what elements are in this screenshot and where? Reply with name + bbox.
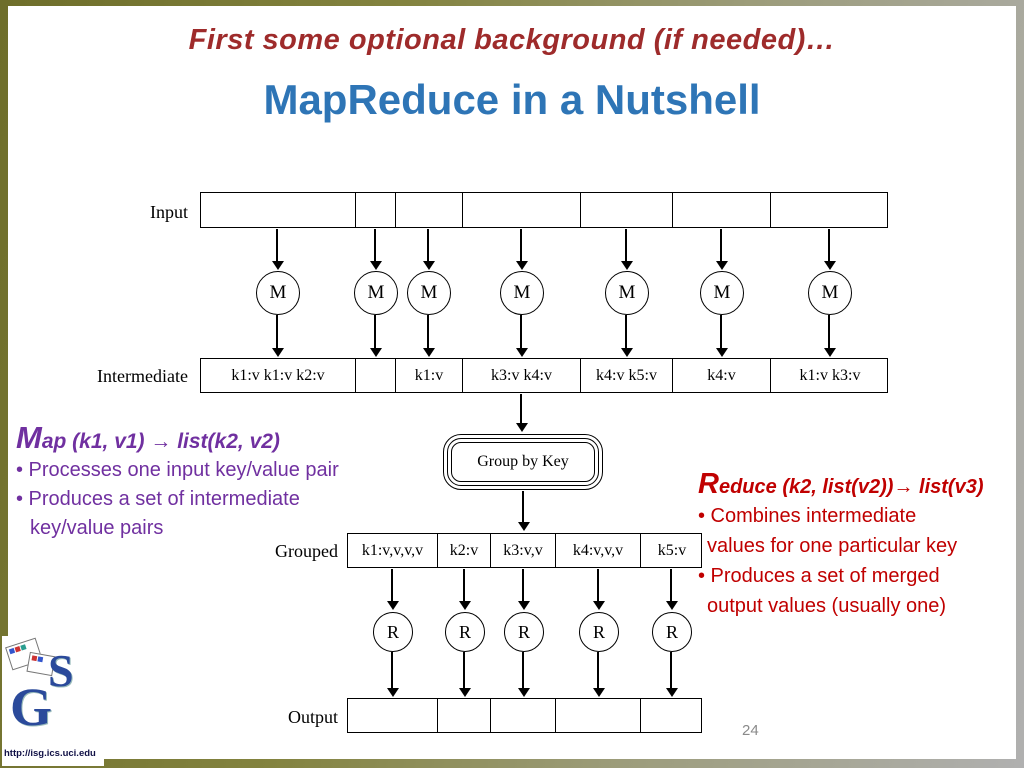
down-arrow (518, 491, 530, 531)
down-arrow (423, 315, 435, 357)
map-node: M (256, 271, 300, 315)
input-cell (771, 193, 889, 227)
intermediate-label: Intermediate (97, 366, 188, 386)
map-node: M (500, 271, 544, 315)
down-arrow (824, 229, 836, 270)
output-label: Output (287, 707, 338, 727)
input-bar (200, 192, 888, 228)
input-cell (356, 193, 396, 227)
grouped-cell: k1:v,v,v,v (348, 534, 438, 567)
reduce-note-title-rest: educe (k2, list(v2))→ list(v3) (718, 476, 984, 498)
down-arrow (387, 569, 399, 610)
down-arrow (716, 229, 728, 270)
intermediate-cell: k1:v k3:v (799, 366, 861, 384)
output-cell (556, 699, 641, 732)
map-note-line: • Produces a set of intermediate (16, 488, 300, 510)
intermediate-bar: k1:v k1:v k2:v k1:v k3:v k4:v k4:v k5:v … (200, 358, 888, 393)
output-bar (347, 698, 702, 733)
map-node: M (700, 271, 744, 315)
group-by-key-box: Group by Key (443, 434, 603, 490)
grouped-cell: k4:v,v,v (556, 534, 641, 567)
down-arrow (666, 652, 678, 697)
reduce-note-line: values for one particular key (707, 535, 958, 557)
down-arrow (387, 652, 399, 697)
down-arrow (824, 315, 836, 357)
down-arrow (593, 569, 605, 610)
intermediate-cell: k4:v (673, 359, 771, 392)
reduce-node: R (445, 612, 485, 652)
map-node: M (605, 271, 649, 315)
down-arrow (621, 229, 633, 270)
reduce-note-line: • Produces a set of merged (698, 565, 940, 587)
down-arrow (516, 315, 528, 357)
map-note-line: key/value pairs (30, 517, 164, 539)
output-cell (641, 699, 703, 732)
logo-pixel (37, 656, 44, 663)
intermediate-cell (356, 359, 396, 392)
intermediate-cell: k1:v k1:v k2:v (201, 359, 356, 392)
down-arrow (518, 652, 530, 697)
logo-pixel (20, 644, 27, 651)
input-label: Input (150, 202, 188, 222)
down-arrow (459, 569, 471, 610)
input-cell (581, 193, 673, 227)
map-note: Map (k1, v1) → list(k2, v2) • Processes … (16, 420, 436, 543)
down-arrow (593, 652, 605, 697)
down-arrow (459, 652, 471, 697)
reduce-note-title: Reduce (k2, list(v2))→ list(v3) (698, 468, 1018, 501)
output-cell (348, 699, 438, 732)
grouped-label: Grouped (275, 541, 338, 561)
grouped-cell: k2:v (438, 534, 491, 567)
intermediate-cell: k1:v (396, 359, 463, 392)
down-arrow (370, 315, 382, 357)
map-note-lead: M (16, 420, 42, 455)
reduce-node: R (504, 612, 544, 652)
down-arrow (272, 229, 284, 270)
grouped-cell: k5:v (657, 541, 687, 559)
map-node: M (808, 271, 852, 315)
output-cell (491, 699, 556, 732)
grouped-bar: k1:v,v,v,v k2:v k3:v,v k4:v,v,v k5:v (347, 533, 702, 568)
logo-letter-s: S (48, 645, 74, 696)
down-arrow (621, 315, 633, 357)
group-by-key-outline (443, 434, 603, 490)
slide-title: MapReduce in a Nutshell (263, 76, 761, 123)
group-by-key-outline (447, 438, 599, 486)
reduce-note-line: • Combines intermediate (698, 505, 917, 527)
reduce-note-lead: R (698, 468, 719, 500)
down-arrow (716, 315, 728, 357)
reduce-node: R (652, 612, 692, 652)
map-node: M (354, 271, 398, 315)
map-note-title: Map (k1, v1) → list(k2, v2) (16, 420, 436, 456)
reduce-note-line: output values (usually one) (707, 595, 947, 617)
intermediate-cell: k3:v k4:v (463, 359, 581, 392)
input-cell (201, 193, 356, 227)
down-arrow (423, 229, 435, 270)
input-cell (396, 193, 463, 227)
down-arrow (516, 229, 528, 270)
group-by-key-label: Group by Key (451, 442, 595, 482)
output-cell (438, 699, 491, 732)
intermediate-cell: k4:v k5:v (581, 359, 673, 392)
reduce-node: R (579, 612, 619, 652)
reduce-note: Reduce (k2, list(v2))→ list(v3) • Combin… (698, 468, 1018, 621)
reduce-node: R (373, 612, 413, 652)
slide-pretitle: First some optional background (if neede… (188, 24, 836, 56)
grouped-cell: k3:v,v (491, 534, 556, 567)
map-node: M (407, 271, 451, 315)
input-cell (463, 193, 581, 227)
down-arrow (666, 569, 678, 610)
map-note-title-rest: ap (k1, v1) → list(k2, v2) (41, 430, 280, 453)
down-arrow (272, 315, 284, 357)
down-arrow (370, 229, 382, 270)
map-note-line: • Processes one input key/value pair (16, 459, 339, 481)
input-cell (673, 193, 771, 227)
down-arrow (518, 569, 530, 610)
isg-logo: S G http://isg.ics.uci.edu (2, 636, 104, 766)
page-number: 24 (742, 722, 759, 739)
down-arrow (516, 394, 528, 432)
logo-url: http://isg.ics.uci.edu (4, 748, 96, 759)
logo-letter-g: G (10, 677, 53, 737)
